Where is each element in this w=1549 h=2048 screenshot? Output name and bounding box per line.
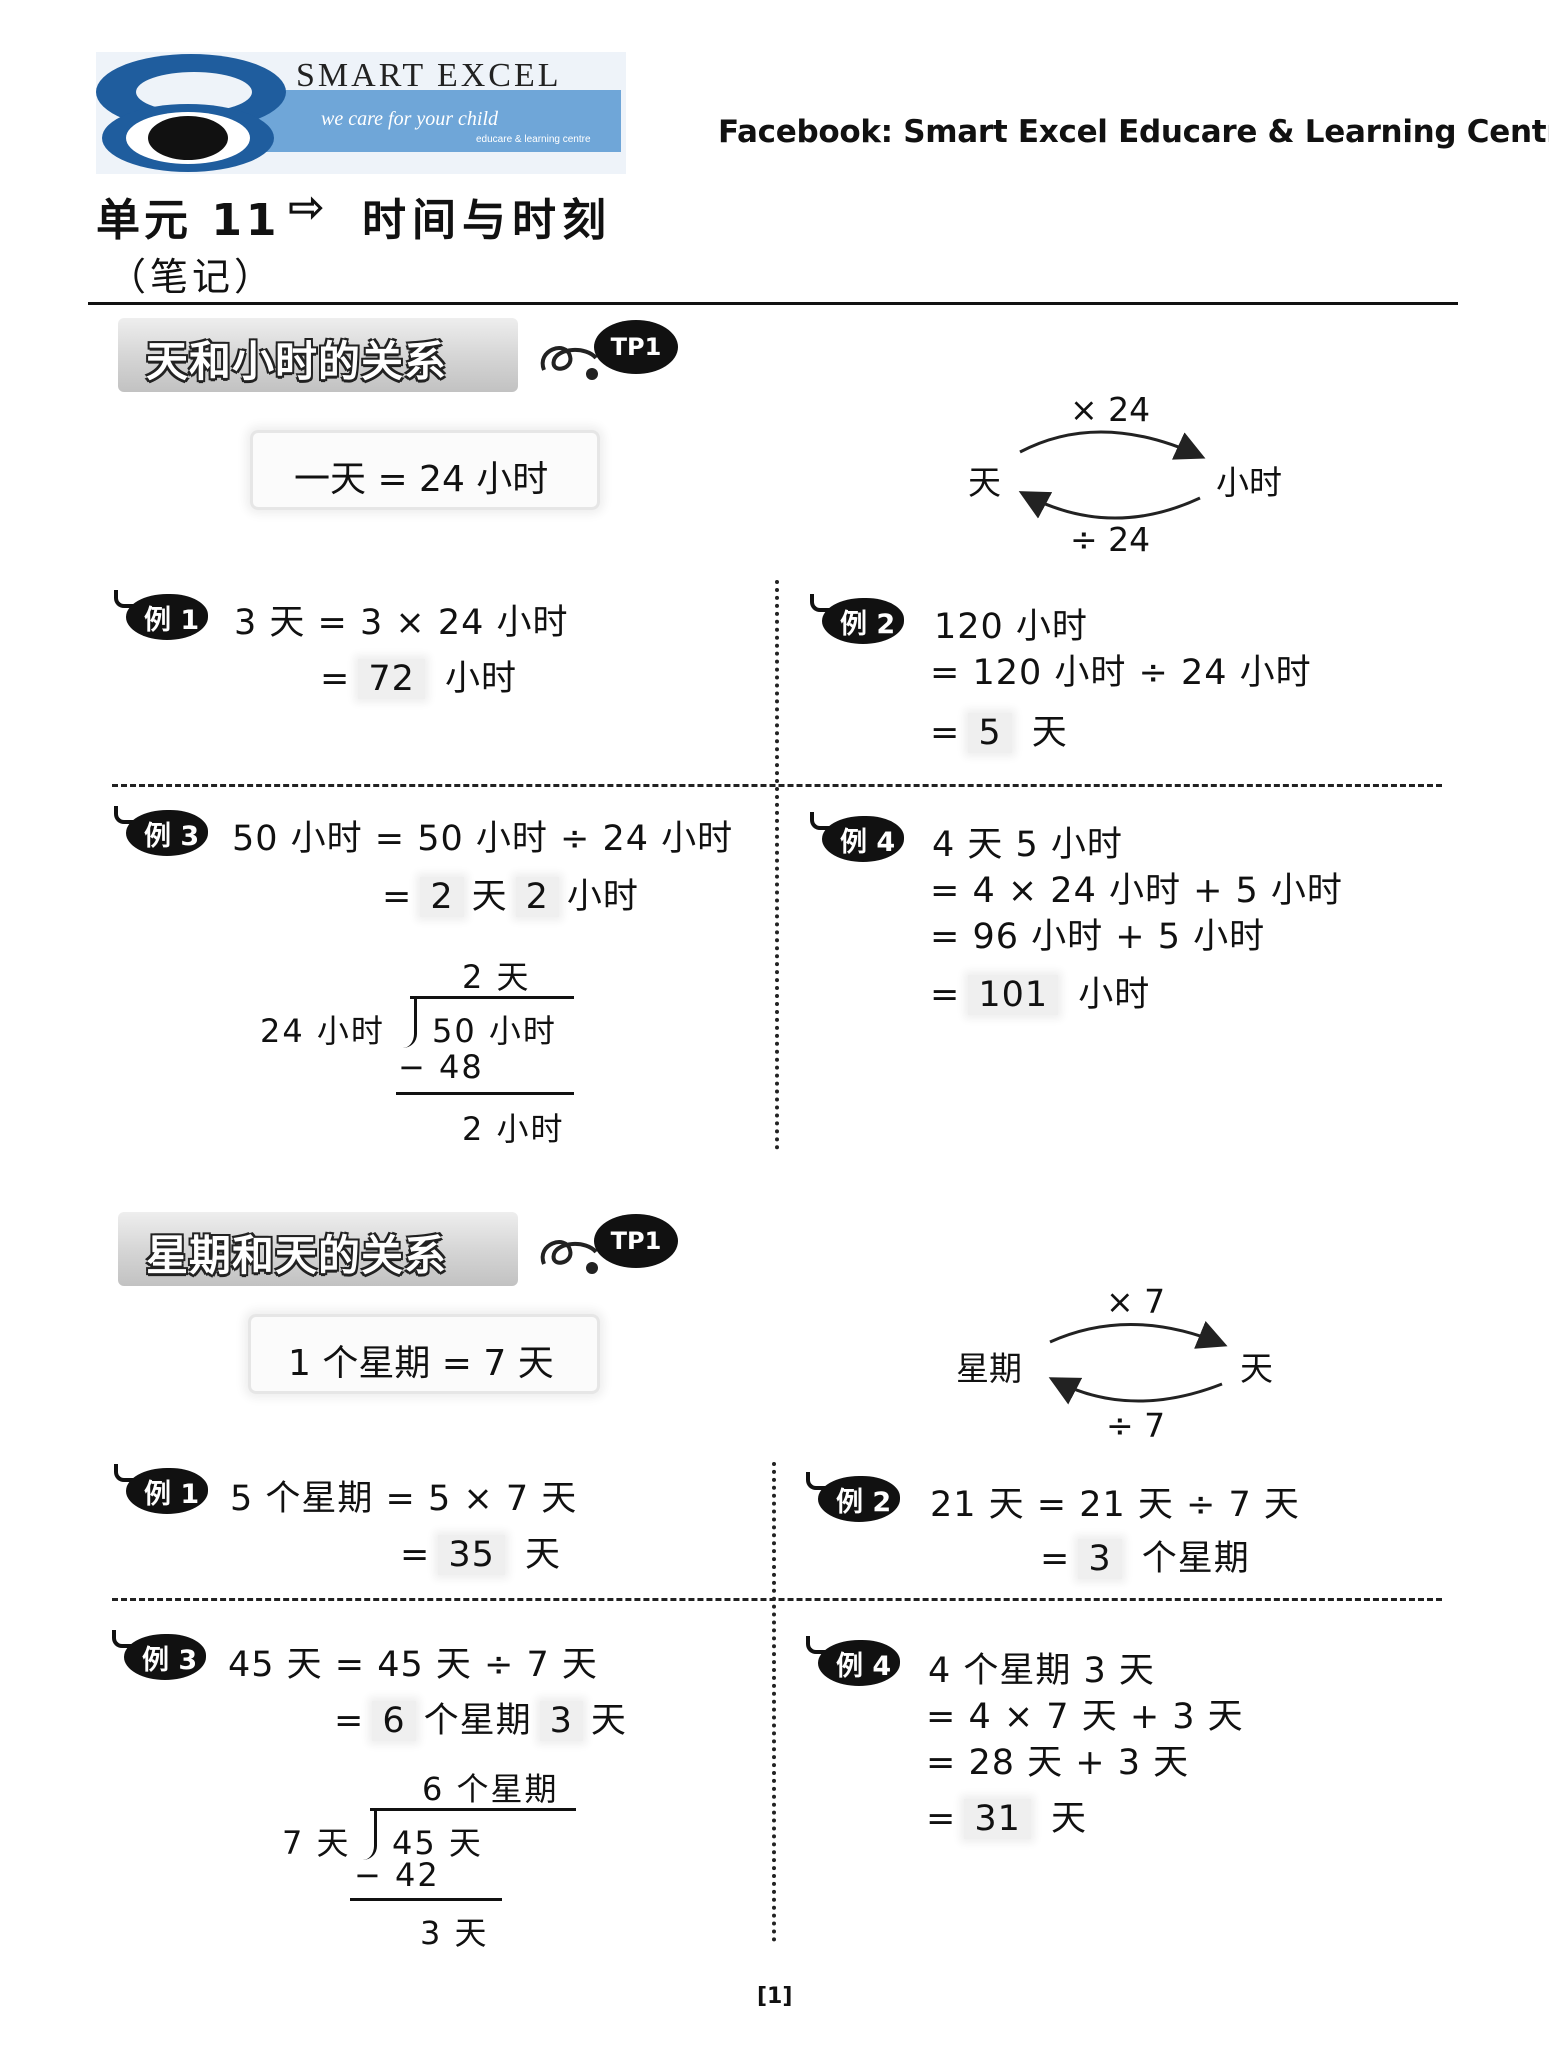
horizontal-divider xyxy=(112,784,1442,787)
section-banner-week-day: 星期和天的关系 xyxy=(118,1212,518,1286)
left-unit-label: 天 xyxy=(968,463,1001,502)
vertical-divider xyxy=(775,580,779,1150)
division-remainder: 3 天 xyxy=(420,1914,489,1952)
right-unit-label: 天 xyxy=(1240,1349,1273,1388)
example-line: 120 小时 xyxy=(934,607,1088,647)
division-dividend: 50 小时 xyxy=(432,1012,557,1050)
example-line: = 4 × 24 小时 + 5 小时 xyxy=(930,871,1343,911)
division-bar xyxy=(410,996,574,999)
rule-box: 一天 = 24 小时 xyxy=(250,430,600,510)
rule-text: 一天 = 24 小时 xyxy=(294,459,549,500)
conversion-arrows xyxy=(1048,1320,1228,1405)
vertical-divider xyxy=(772,1462,776,1942)
division-rule xyxy=(350,1898,502,1901)
answer-value: 3 xyxy=(1078,1539,1122,1579)
example-line: 21 天 = 21 天 ÷ 7 天 xyxy=(930,1485,1300,1525)
answer-value: 3 xyxy=(539,1701,583,1741)
example-tag: 例 1 xyxy=(114,1464,210,1516)
example-tag: 例 2 xyxy=(806,1472,902,1524)
multiply-label: × 7 xyxy=(1106,1282,1166,1321)
logo-tagline: we care for your child xyxy=(321,108,499,130)
division-bracket xyxy=(360,1810,377,1860)
conversion-arrows xyxy=(1018,430,1206,520)
example-line: 45 天 = 45 天 ÷ 7 天 xyxy=(228,1645,598,1685)
rule-text: 1 个星期 = 7 天 xyxy=(288,1343,554,1384)
example-answer-line: =72 小时 xyxy=(320,659,518,699)
division-quotient: 2 天 xyxy=(462,958,531,996)
header-divider xyxy=(88,302,1458,305)
conversion-diagram: × 7 星期 天 ÷ 7 xyxy=(950,1280,1310,1460)
tp1-badge: TP1 xyxy=(594,320,678,374)
division-divisor: 7 天 xyxy=(282,1824,351,1862)
example-line: = 4 × 7 天 + 3 天 xyxy=(926,1697,1244,1737)
example-answer-line: =3 个星期 xyxy=(1040,1539,1250,1579)
example-answer-line: =101 小时 xyxy=(930,975,1151,1015)
answer-value: 35 xyxy=(438,1535,505,1575)
example-line: 4 个星期 3 天 xyxy=(928,1651,1155,1691)
horizontal-divider xyxy=(112,1598,1442,1601)
example-answer-line: =35 天 xyxy=(400,1535,562,1575)
example-tag: 例 4 xyxy=(806,1636,902,1688)
division-quotient: 6 个星期 xyxy=(422,1770,559,1808)
example-line: = 96 小时 + 5 小时 xyxy=(930,917,1266,957)
smart-excel-logo: SMART EXCEL we care for your child educa… xyxy=(96,52,626,174)
division-subtract: − 48 xyxy=(398,1048,484,1086)
facebook-label: Facebook: Smart Excel Educare & Learning… xyxy=(718,114,1549,150)
example-tag: 例 3 xyxy=(114,806,210,858)
division-bar xyxy=(370,1808,576,1811)
arrow-icon: ⇨ xyxy=(288,182,325,233)
divide-label: ÷ 7 xyxy=(1106,1406,1166,1445)
division-subtract: − 42 xyxy=(354,1856,440,1894)
example-answer-line: =31 天 xyxy=(926,1799,1088,1839)
section-title: 星期和天的关系 xyxy=(146,1231,448,1280)
left-unit-label: 星期 xyxy=(956,1349,1022,1388)
page-number: [1] xyxy=(757,1984,793,2009)
right-unit-label: 小时 xyxy=(1216,463,1282,502)
example-line: = 28 天 + 3 天 xyxy=(926,1743,1190,1783)
example-line: 4 天 5 小时 xyxy=(932,825,1123,865)
example-line: 50 小时 = 50 小时 ÷ 24 小时 xyxy=(232,819,734,859)
multiply-label: × 24 xyxy=(1070,390,1151,429)
section-title: 天和小时的关系 xyxy=(146,337,448,386)
conversion-diagram: × 24 天 小时 ÷ 24 xyxy=(960,390,1320,570)
example-tag: 例 3 xyxy=(112,1630,208,1682)
division-remainder: 2 小时 xyxy=(462,1110,565,1148)
example-tag: 例 4 xyxy=(810,812,906,864)
logo-sub: educare & learning centre xyxy=(476,134,591,145)
swirl-icon xyxy=(540,1240,598,1274)
example-line: 3 天 = 3 × 24 小时 xyxy=(234,603,569,643)
unit-title: 时间与时刻 xyxy=(362,195,612,246)
example-tag: 例 2 xyxy=(810,594,906,646)
example-line: 5 个星期 = 5 × 7 天 xyxy=(230,1479,578,1519)
example-answer-line: =5 天 xyxy=(930,713,1068,753)
divide-label: ÷ 24 xyxy=(1070,520,1151,559)
answer-value: 6 xyxy=(372,1701,416,1741)
division-divisor: 24 小时 xyxy=(260,1012,385,1050)
example-line: = 120 小时 ÷ 24 小时 xyxy=(930,653,1312,693)
answer-value: 101 xyxy=(968,975,1059,1015)
swirl-icon xyxy=(540,346,598,380)
division-bracket xyxy=(400,998,417,1048)
answer-value: 2 xyxy=(515,877,559,917)
logo-main-text: SMART EXCEL xyxy=(296,57,562,94)
notes-label: （笔记） xyxy=(108,255,277,299)
example-tag: 例 1 xyxy=(114,590,210,642)
unit-number: 单元 11 xyxy=(96,195,281,246)
answer-value: 72 xyxy=(358,659,425,699)
division-rule xyxy=(396,1092,574,1095)
tp1-badge: TP1 xyxy=(594,1214,678,1268)
rule-box: 1 个星期 = 7 天 xyxy=(248,1314,600,1394)
answer-value: 31 xyxy=(964,1799,1031,1839)
division-dividend: 45 天 xyxy=(392,1824,483,1862)
section-banner-day-hour: 天和小时的关系 xyxy=(118,318,518,392)
answer-value: 5 xyxy=(968,713,1012,753)
answer-value: 2 xyxy=(420,877,464,917)
